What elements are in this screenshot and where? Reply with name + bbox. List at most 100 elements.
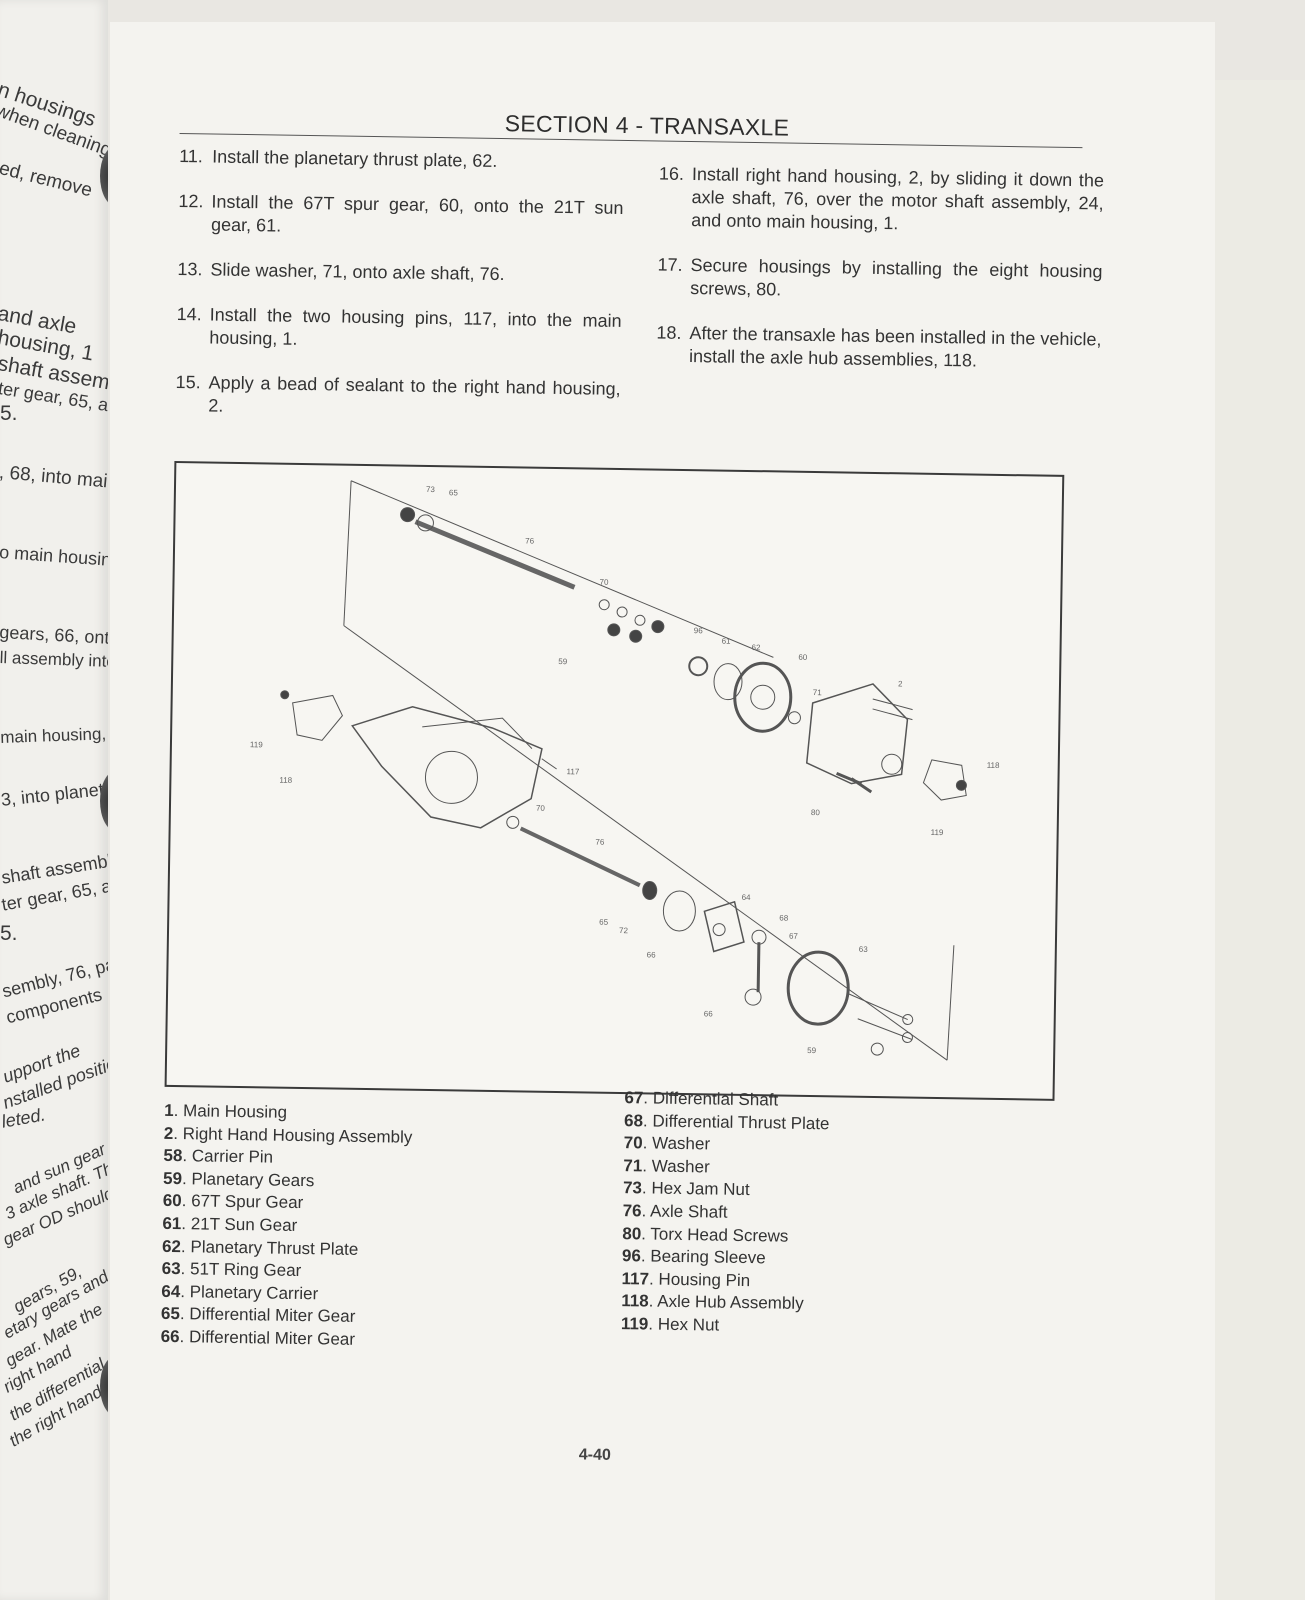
legend-row: 68. Differential Thrust Plate <box>623 1110 830 1133</box>
part-name: 51T Ring Gear <box>189 1259 302 1281</box>
part-name: Axle Hub Assembly <box>657 1291 804 1314</box>
callout-label: 66 <box>647 950 657 959</box>
part-number: 117 <box>621 1268 650 1289</box>
callout-label: 119 <box>931 828 944 837</box>
part-number: 96 <box>621 1246 642 1266</box>
parts-legend-left: 1. Main Housing 2. Right Hand Housing As… <box>160 1100 413 1352</box>
step-text: Install the planetary thrust plate, 62. <box>212 146 498 171</box>
callout-label: 119 <box>250 740 263 749</box>
step-text: After the transaxle has been installed i… <box>688 323 1102 371</box>
callout-label: 80 <box>811 808 821 817</box>
part-number: 119 <box>620 1314 649 1334</box>
legend-row: 117. Housing Pin <box>621 1268 751 1290</box>
callout-label: 65 <box>599 918 609 927</box>
part-number: 118 <box>621 1291 649 1311</box>
step-item: 11.Install the planetary thrust plate, 6… <box>179 145 624 175</box>
transaxle-exploded-drawing: 73 65 76 70 96 61 62 60 59 71 2 119 118 … <box>250 480 1000 1061</box>
part-number: 73 <box>622 1178 643 1198</box>
callout-label: 63 <box>859 945 869 954</box>
callout-label: 72 <box>619 926 629 935</box>
legend-row: 61. 21T Sun Gear <box>162 1213 298 1235</box>
part-name: Axle Shaft <box>649 1201 728 1222</box>
step-number: 18. <box>656 322 682 343</box>
part-name: Planetary Carrier <box>189 1282 319 1304</box>
binder-hole <box>100 770 108 832</box>
legend-row: 76. Axle Shaft <box>622 1201 728 1222</box>
part-number: 66 <box>160 1326 180 1347</box>
part-name: Hex Jam Nut <box>651 1178 750 1200</box>
part-number: 71 <box>623 1155 643 1176</box>
step-text: Install the two housing pins, 117, into … <box>209 304 622 349</box>
part-number: 76 <box>622 1201 642 1221</box>
part-number: 62 <box>161 1236 182 1256</box>
part-number: 68 <box>623 1110 644 1130</box>
parts-legend-right: 67. Differential Shaft 68. Differential … <box>621 1087 830 1339</box>
left-fragment: ed, remove <box>0 158 95 202</box>
exploded-view-diagram: 73 65 76 70 96 61 62 60 59 71 2 119 118 … <box>164 460 1065 1101</box>
callout-label: 70 <box>536 804 546 813</box>
callout-label: 96 <box>694 626 704 635</box>
callout-label: 61 <box>722 637 732 646</box>
part-name: Differential Miter Gear <box>188 1327 356 1349</box>
part-number: 64 <box>161 1281 181 1301</box>
step-text: Apply a bead of sealant to the right han… <box>208 372 621 416</box>
callout-label: 59 <box>807 1046 817 1055</box>
part-name: Differential Miter Gear <box>189 1304 356 1327</box>
step-item: 18. After the transaxle has been installe… <box>656 322 1102 375</box>
step-item: 14.Install the two housing pins, 117, in… <box>176 303 622 356</box>
step-number: 13. <box>177 258 203 280</box>
step-number: 15. <box>175 371 201 393</box>
left-fragment: , 68, into main <box>0 462 108 494</box>
part-name: Planetary Thrust Plate <box>190 1236 359 1259</box>
left-fragment: 5. <box>0 402 18 425</box>
part-name: Hex Nut <box>657 1314 720 1335</box>
callout-label: 62 <box>751 643 761 652</box>
callout-label: 68 <box>779 914 789 923</box>
part-name: 67T Spur Gear <box>191 1191 304 1213</box>
step-text: Slide washer, 71, onto axle shaft, 76. <box>210 259 505 285</box>
step-item: 15. Apply a bead of sealant to the right … <box>175 371 621 424</box>
previous-page-edge: n housings when cleaning ed, remove and … <box>0 0 108 1600</box>
part-number: 63 <box>161 1259 181 1279</box>
step-number: 16. <box>658 163 685 184</box>
part-name: Washer <box>651 1133 711 1154</box>
callout-label: 2 <box>898 679 903 688</box>
callout-label: 60 <box>798 653 808 662</box>
part-name: Washer <box>651 1156 710 1177</box>
callout-label: 118 <box>987 761 1000 770</box>
callout-label: 70 <box>599 578 609 587</box>
binder-hole <box>100 1355 108 1417</box>
part-name: Housing Pin <box>658 1269 751 1290</box>
legend-row: 71. Washer <box>623 1155 710 1177</box>
steps-left-column: 11.Install the planetary thrust plate, 6… <box>175 145 625 446</box>
step-text: Secure housings by installing the eight … <box>690 255 1103 300</box>
step-text: Install right hand housing, 2, by slidin… <box>691 164 1105 234</box>
page-number: 4-40 <box>578 1446 612 1464</box>
callout-label: 76 <box>595 838 605 847</box>
step-text: Install the 67T spur gear, 60, onto the … <box>210 191 624 236</box>
part-name: Differential Shaft <box>652 1088 779 1110</box>
part-name: 21T Sun Gear <box>190 1214 298 1235</box>
legend-row: 1. Main Housing <box>164 1100 288 1122</box>
callout-label: 64 <box>742 893 752 902</box>
part-number: 2 <box>163 1123 174 1143</box>
part-number: 80 <box>622 1223 642 1243</box>
legend-row: 70. Washer <box>623 1133 711 1154</box>
legend-row: 118. Axle Hub Assembly <box>621 1291 804 1314</box>
left-fragment: main housing, 1 <box>0 724 108 747</box>
step-number: 17. <box>657 254 683 275</box>
legend-row: 67. Differential Shaft <box>624 1088 779 1110</box>
part-number: 70 <box>623 1133 643 1153</box>
legend-row: 96. Bearing Sleeve <box>621 1246 766 1268</box>
part-name: Carrier Pin <box>191 1146 274 1167</box>
callout-label: 67 <box>789 932 799 941</box>
callout-label: 76 <box>525 536 535 545</box>
part-name: Bearing Sleeve <box>650 1246 766 1268</box>
left-fragment: ll assembly into <box>0 648 108 672</box>
callout-label: 59 <box>558 657 568 666</box>
step-number: 12. <box>178 190 204 212</box>
part-name: Differential Thrust Plate <box>652 1111 830 1133</box>
callout-label: 117 <box>567 767 580 776</box>
part-name: Right Hand Housing Assembly <box>182 1123 413 1147</box>
part-number: 58 <box>163 1146 183 1166</box>
